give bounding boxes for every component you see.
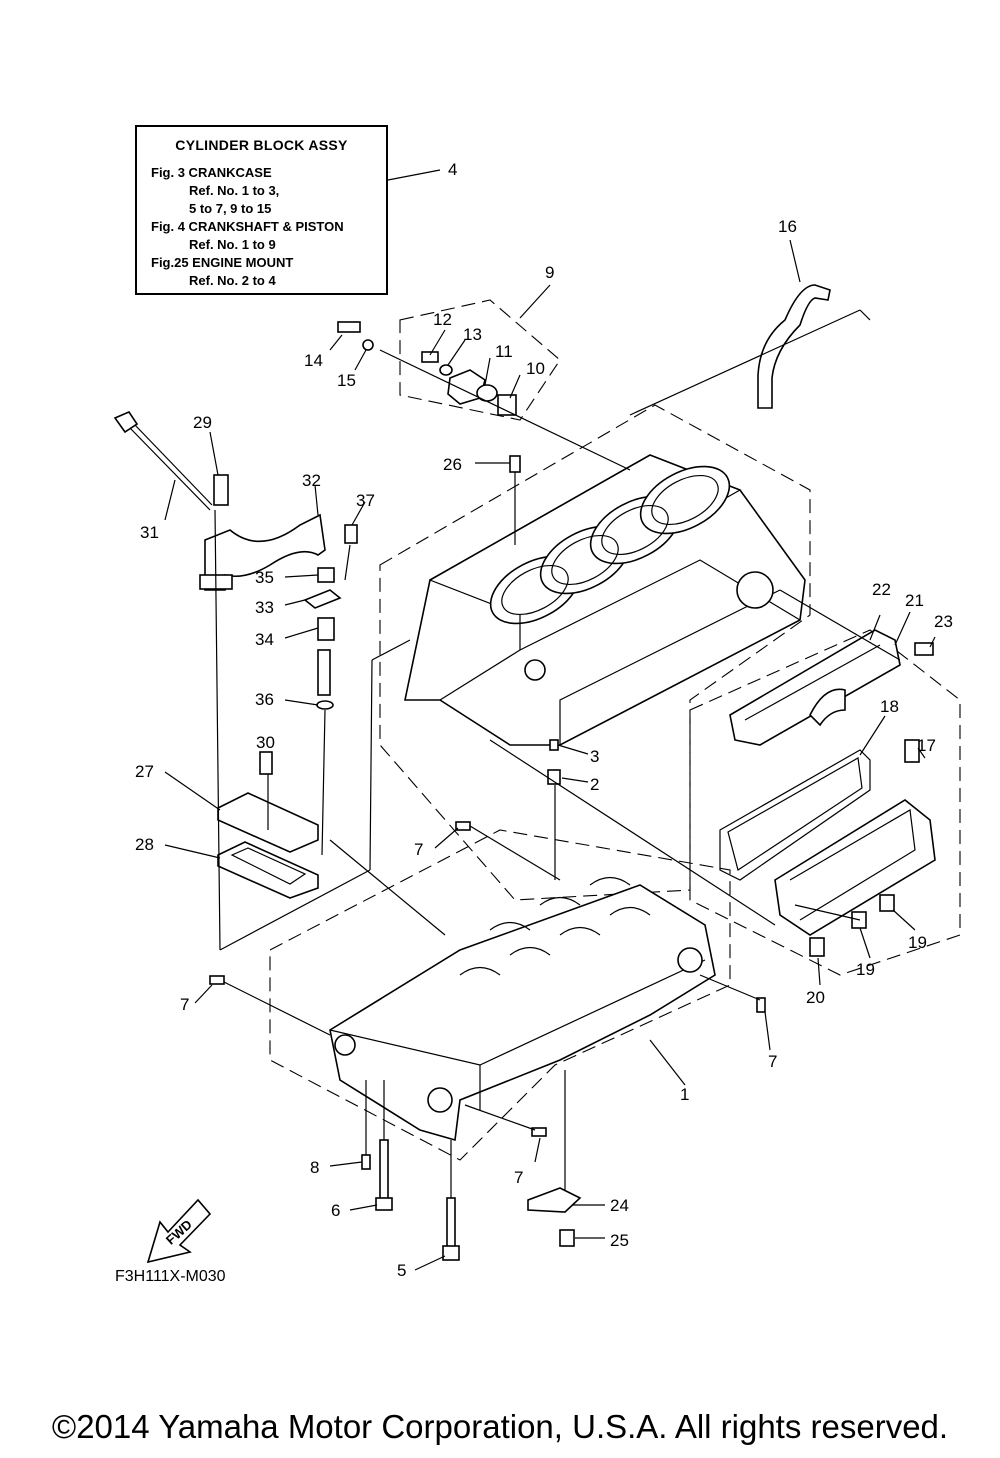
gasket xyxy=(719,749,871,881)
part-number-label: 18 xyxy=(880,697,899,716)
part-number-label: 14 xyxy=(304,351,323,370)
joint-34 xyxy=(317,617,335,641)
part-number-label: 2 xyxy=(590,775,599,794)
part-number-label: 32 xyxy=(302,471,321,490)
exhaust-cover xyxy=(774,739,936,936)
bolt-37 xyxy=(344,524,358,544)
bolt-23 xyxy=(914,642,934,656)
part-number-label: 30 xyxy=(256,733,275,752)
part-number-label: 27 xyxy=(135,762,154,781)
part-number-label: 33 xyxy=(255,598,274,617)
bolt-19b xyxy=(879,894,895,912)
part-number-label: 5 xyxy=(397,1261,406,1280)
part-number-label: 29 xyxy=(193,413,212,432)
bracket-24 xyxy=(527,1187,582,1213)
box-line: Ref. No. 1 to 3, xyxy=(189,183,280,198)
part-number-label: 7 xyxy=(768,1052,777,1071)
box-line: Fig. 4 CRANKSHAFT & PISTON xyxy=(151,219,344,234)
part-number-label: 25 xyxy=(610,1231,629,1250)
dowel-8 xyxy=(361,1154,371,1170)
oil-pipe xyxy=(204,513,326,591)
part-number-label: 11 xyxy=(495,342,513,361)
box-line: 5 to 7, 9 to 15 xyxy=(189,201,272,216)
pin-7c xyxy=(756,997,766,1013)
part-number-label: 19 xyxy=(908,933,927,952)
part-number-label: 7 xyxy=(514,1168,523,1187)
part-number-label: 22 xyxy=(872,580,891,599)
part-number-label: 3 xyxy=(590,747,599,766)
bolt-25 xyxy=(559,1229,575,1247)
part-number-label: 35 xyxy=(255,568,274,587)
bolt-29 xyxy=(213,474,229,506)
part-number-label: 36 xyxy=(255,690,274,709)
gasket-33 xyxy=(303,589,342,609)
box-title: CYLINDER BLOCK ASSY xyxy=(175,137,348,153)
part-number-label: 6 xyxy=(331,1201,340,1220)
bolt-6 xyxy=(379,1139,389,1201)
pin-7b xyxy=(209,975,225,985)
box-line: Fig. 3 CRANKCASE xyxy=(151,165,272,180)
part-number-label: 7 xyxy=(180,995,189,1014)
bolt-14 xyxy=(337,321,361,333)
box-line: Ref. No. 2 to 4 xyxy=(189,273,276,288)
crankcase-group-outline xyxy=(269,829,731,1161)
gasket-28 xyxy=(217,841,319,899)
part-number-label: 19 xyxy=(856,960,875,979)
cylinder-block-group-outline xyxy=(379,404,811,901)
o-ring-36 xyxy=(316,700,334,710)
cylinder-block xyxy=(404,454,806,746)
clamp-35 xyxy=(317,567,335,583)
part-number-label: 31 xyxy=(140,523,159,542)
pin-3 xyxy=(549,739,559,751)
thermostat-10 xyxy=(497,394,517,416)
part-number-label: 23 xyxy=(934,612,953,631)
pipe-36 xyxy=(317,649,331,696)
bolt-5-head xyxy=(442,1245,460,1261)
pin-7d xyxy=(531,1127,547,1137)
part-number-label: 17 xyxy=(917,736,936,755)
dipstick xyxy=(113,411,213,511)
cylinder-block-assy-box: CYLINDER BLOCK ASSY Fig. 3 CRANKCASE Ref… xyxy=(135,125,388,295)
forward-arrow-icon: FWD xyxy=(146,1198,212,1264)
box-line: Fig.25 ENGINE MOUNT xyxy=(151,255,294,270)
callout-labels: 1 2 3 4 5 6 7 7 7 7 8 9 10 11 12 13 14 1… xyxy=(135,160,953,1280)
bolt-12 xyxy=(421,351,439,363)
bolt-6-head xyxy=(375,1197,393,1211)
part-number-label: 13 xyxy=(463,325,482,344)
intake-manifold xyxy=(729,629,901,746)
bolt-5 xyxy=(446,1197,456,1249)
thermostat-group-outline xyxy=(399,299,561,421)
part-number-label: 28 xyxy=(135,835,154,854)
bolt-20 xyxy=(809,937,825,957)
part-number-label: 1 xyxy=(680,1085,689,1104)
part-number-label: 26 xyxy=(443,455,462,474)
part-number-label: 21 xyxy=(905,591,924,610)
hose xyxy=(757,284,831,409)
crankcase xyxy=(329,876,716,1142)
part-number-label: 37 xyxy=(356,491,375,510)
part-number-label: 24 xyxy=(610,1196,629,1215)
washer-13 xyxy=(439,364,453,376)
part-number-label: 34 xyxy=(255,630,274,649)
dowel-26 xyxy=(509,455,521,473)
part-number-label: 9 xyxy=(545,263,554,282)
part-number-label: 20 xyxy=(806,988,825,1007)
pin-7a xyxy=(455,821,471,831)
part-number-label: 7 xyxy=(414,840,423,859)
figure-code: F3H111X-M030 xyxy=(115,1268,226,1285)
part-number-label: 10 xyxy=(526,359,545,378)
copyright-notice: ©2014 Yamaha Motor Corporation, U.S.A. A… xyxy=(51,1408,949,1445)
part-number-label: 12 xyxy=(433,310,452,329)
washer-15 xyxy=(362,339,374,351)
part-number-label: 15 xyxy=(337,371,356,390)
part-number-label: 4 xyxy=(448,160,457,179)
box-line: Ref. No. 1 to 9 xyxy=(189,237,276,252)
bolt-30 xyxy=(259,751,273,775)
part-number-label: 8 xyxy=(310,1158,319,1177)
cover-group-outline xyxy=(689,629,961,976)
part-number-label: 16 xyxy=(778,217,797,236)
